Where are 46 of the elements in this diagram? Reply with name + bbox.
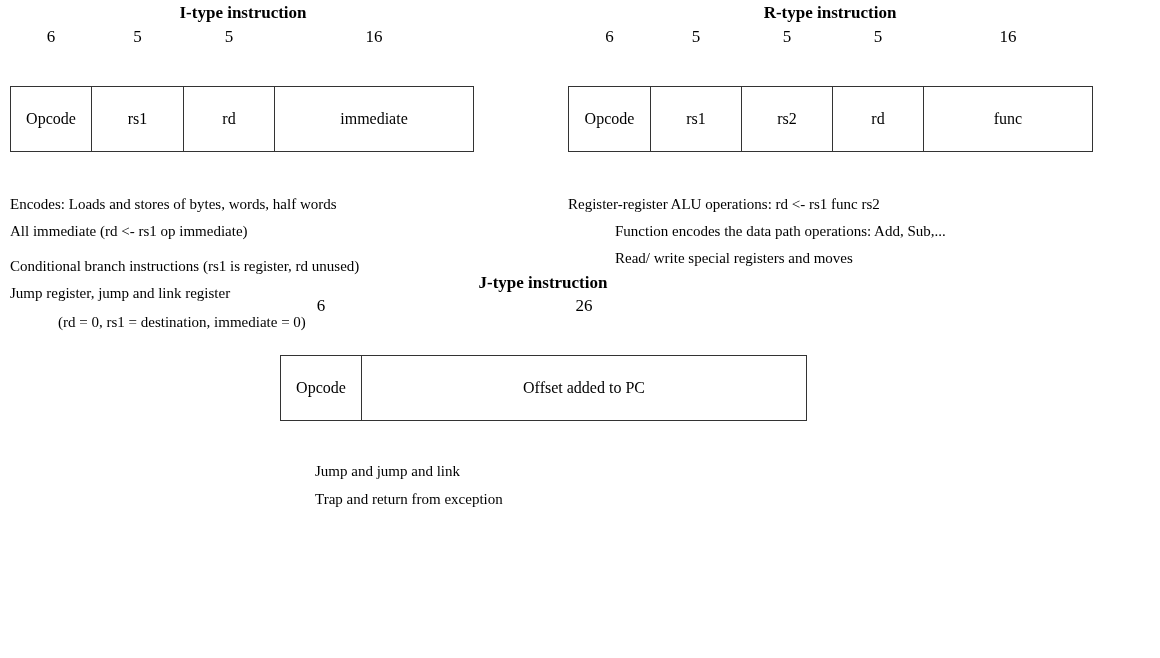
field-name: immediate xyxy=(340,109,408,129)
field-name: rs2 xyxy=(777,109,797,129)
bit-width: 5 xyxy=(873,28,883,45)
bit-width: 16 xyxy=(365,28,383,45)
field-name: rd xyxy=(871,109,885,129)
instruction-field xyxy=(91,86,184,152)
description-text: Trap and return from exception xyxy=(315,490,503,509)
instruction-field xyxy=(568,86,651,152)
field-name: Opcode xyxy=(584,109,635,130)
bit-width: 6 xyxy=(46,28,56,45)
field-name: Opcode xyxy=(26,109,76,130)
field-name: rs1 xyxy=(686,109,706,129)
bit-width: 5 xyxy=(782,28,792,45)
field-name: Opcode xyxy=(296,378,346,399)
description-text: All immediate (rd <- rs1 op immediate) xyxy=(10,222,248,241)
description-text: Jump register, jump and link register xyxy=(10,284,231,303)
description-text: Read/ write special registers and moves xyxy=(615,249,853,268)
format-heading: I-type instruction xyxy=(179,2,307,24)
instruction-field xyxy=(650,86,742,152)
bit-width: 5 xyxy=(133,28,142,45)
format-heading: J-type instruction xyxy=(478,272,608,294)
format-heading: R-type instruction xyxy=(763,2,897,24)
description-text: Jump and jump and link xyxy=(315,462,460,481)
bit-width: 6 xyxy=(605,28,614,45)
field-name: rd xyxy=(222,109,236,129)
bit-width: 26 xyxy=(575,297,593,314)
instruction-field xyxy=(183,86,275,152)
instruction-field xyxy=(923,86,1093,152)
instruction-field xyxy=(10,86,92,152)
description-text: Conditional branch instructions (rs1 is register, rd unused) xyxy=(10,257,360,276)
instruction-field xyxy=(832,86,924,152)
description-text: (rd = 0, rs1 = destination, immediate = 0) xyxy=(58,313,306,332)
bit-width: 5 xyxy=(691,28,701,45)
field-name: rs1 xyxy=(127,109,148,129)
description-text: Function encodes the data path operations: Add, Sub,... xyxy=(615,222,946,241)
description-text: Register-register ALU operations: rd <- rs1 func rs2 xyxy=(568,195,880,214)
instruction-field xyxy=(274,86,474,152)
field-name: Offset added to PC xyxy=(523,378,645,398)
bit-width: 5 xyxy=(224,28,234,45)
instruction-field xyxy=(361,355,807,421)
description-text: Encodes: Loads and stores of bytes, words, half words xyxy=(10,195,337,214)
bit-width: 16 xyxy=(999,28,1017,45)
instruction-field xyxy=(741,86,833,152)
bit-width: 6 xyxy=(316,297,326,314)
field-name: func xyxy=(993,109,1023,129)
instruction-field xyxy=(280,355,362,421)
